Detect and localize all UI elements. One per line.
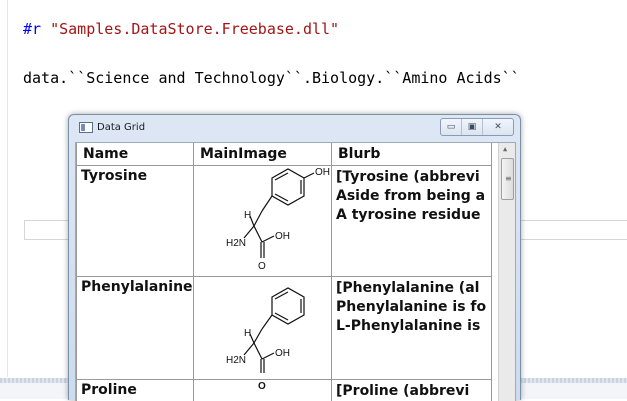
cell-name[interactable]: Tyrosine [77, 166, 194, 277]
oh-label: OH [315, 167, 330, 178]
h-label: H [244, 210, 251, 221]
minimize-button[interactable]: ▭ [441, 119, 462, 135]
vertical-scrollbar[interactable]: ▲ ≡ [498, 143, 515, 401]
scroll-up-icon[interactable]: ▲ [503, 145, 507, 153]
h2n-label: H2N [226, 355, 246, 366]
window-title: Data Grid [97, 122, 145, 133]
cell-mainimage[interactable]: O [194, 380, 332, 401]
o-label-partial: O [194, 380, 331, 401]
table-row[interactable]: Proline O [Proline (abbrevi [77, 380, 492, 401]
grip-icon: ≡ [505, 174, 512, 183]
window-titlebar[interactable]: Data Grid ▭ ▣ ✕ [69, 115, 520, 141]
oh-acid-label: OH [275, 348, 290, 359]
phenylalanine-structure-image: H H2N OH [194, 277, 331, 377]
close-button[interactable]: ✕ [483, 119, 513, 135]
table-row[interactable]: Phenylalanine [77, 277, 492, 380]
h2n-label: H2N [226, 238, 246, 249]
scroll-thumb[interactable]: ≡ [501, 158, 514, 200]
blurb-line: [Tyrosine (abbrevi [336, 168, 491, 187]
o-label: O [258, 261, 266, 272]
o-label: O [258, 381, 266, 392]
header-row: Name MainImage Blurb [77, 143, 492, 166]
tyrosine-structure-image: OH H H2N OH O [194, 166, 331, 274]
cell-mainimage[interactable]: OH H H2N OH O [194, 166, 332, 277]
app-window-icon [79, 122, 93, 133]
column-header-mainimage[interactable]: MainImage [194, 143, 332, 166]
data-grid[interactable]: Name MainImage Blurb Tyrosine [75, 142, 516, 401]
blurb-line: Aside from being a [336, 187, 491, 206]
maximize-button[interactable]: ▣ [462, 119, 483, 135]
oh-acid-label: OH [275, 231, 290, 242]
blurb-line: Phenylalanine is fo [336, 298, 491, 317]
blurb-line: [Phenylalanine (al [336, 279, 491, 298]
code-line-query[interactable]: data.``Science and Technology``.Biology.… [23, 69, 520, 87]
data-grid-window[interactable]: Data Grid ▭ ▣ ✕ Name MainImage Blurb Tyr… [68, 114, 521, 400]
cell-name[interactable]: Proline [77, 380, 194, 401]
blurb-line: [Proline (abbrevi [336, 382, 491, 401]
grid-table: Name MainImage Blurb Tyrosine [76, 143, 492, 401]
cell-blurb[interactable]: [Tyrosine (abbrevi Aside from being a A … [332, 166, 492, 277]
caption-buttons: ▭ ▣ ✕ [440, 118, 514, 136]
column-header-blurb[interactable]: Blurb [332, 143, 492, 166]
blurb-line: A tyrosine residue [336, 206, 491, 225]
cell-blurb[interactable]: [Proline (abbrevi [332, 380, 492, 401]
h-label: H [244, 328, 251, 339]
table-row[interactable]: Tyrosine [77, 166, 492, 277]
dll-string: "Samples.DataStore.Freebase.dll" [50, 20, 339, 38]
code-line-reference[interactable]: #r "Samples.DataStore.Freebase.dll" [23, 20, 339, 38]
cell-mainimage[interactable]: H H2N OH [194, 277, 332, 380]
cell-name[interactable]: Phenylalanine [77, 277, 194, 380]
column-header-name[interactable]: Name [77, 143, 194, 166]
directive-keyword: #r [23, 20, 41, 38]
cell-blurb[interactable]: [Phenylalanine (al Phenylalanine is fo L… [332, 277, 492, 380]
blurb-line: L-Phenylalanine is [336, 317, 491, 336]
